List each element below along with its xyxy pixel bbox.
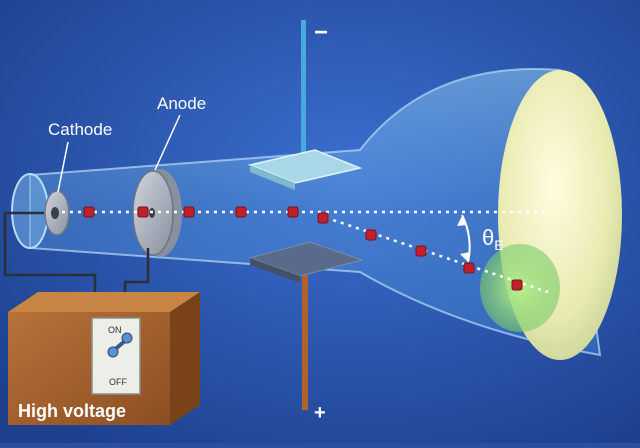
electron (183, 206, 195, 218)
power-switch[interactable]: ON OFF (91, 317, 141, 395)
anode-leader-line (154, 114, 181, 171)
circuit-wires (3, 211, 150, 300)
switch-icon (107, 332, 133, 358)
electron (463, 262, 475, 274)
negative-rod (301, 20, 306, 160)
deflected-path (317, 213, 549, 294)
high-voltage-supply: ON OFF High voltage (8, 292, 200, 425)
angle-arrow-top (457, 216, 467, 226)
positive-label: + (314, 402, 326, 424)
electron (287, 206, 299, 218)
cathode-label: Cathode (48, 120, 112, 139)
positive-plate (248, 241, 364, 410)
positive-rod (302, 275, 308, 410)
angle-arrow-bottom (460, 252, 470, 262)
negative-label: − (314, 19, 328, 46)
angle-subscript: E (494, 237, 503, 253)
negative-plate (247, 20, 363, 190)
electron (317, 212, 329, 224)
electron (235, 206, 247, 218)
cathode-leader-line (57, 141, 69, 193)
angle-label: θE (482, 225, 504, 253)
electron-beam (83, 206, 523, 291)
electron (511, 279, 523, 291)
switch-off-label: OFF (109, 377, 127, 387)
anode-label: Anode (157, 94, 206, 113)
electron (365, 229, 377, 241)
electron (83, 206, 95, 218)
switch-on-label: ON (108, 325, 122, 335)
power-supply-label: High voltage (18, 401, 126, 421)
angle-symbol: θ (482, 225, 494, 250)
electron (415, 245, 427, 257)
cathode (44, 190, 70, 236)
electron (137, 206, 149, 218)
glass-tube (11, 68, 602, 357)
